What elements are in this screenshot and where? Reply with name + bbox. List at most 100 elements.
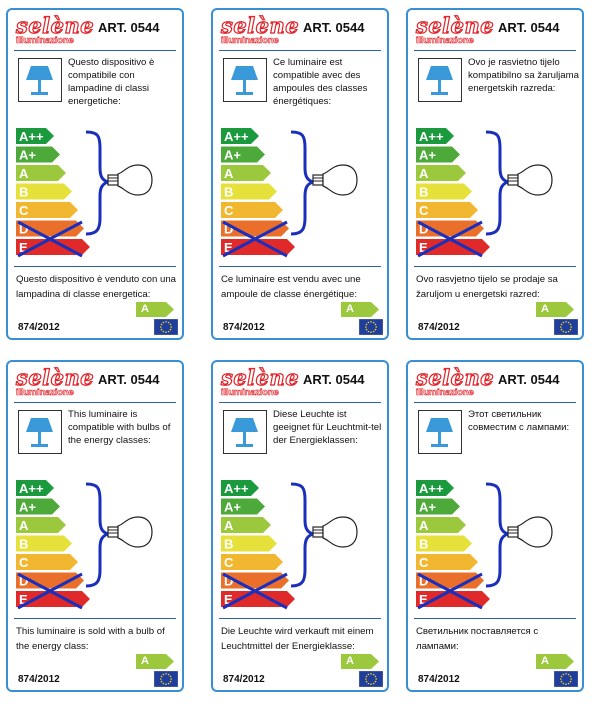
light-bulb-icon — [507, 516, 553, 548]
regulation-number: 874/2012 — [223, 322, 265, 333]
energy-class-arrow — [16, 572, 84, 589]
footer-divider — [219, 618, 381, 619]
article-number: ART. 0544 — [498, 20, 560, 35]
header-divider — [414, 50, 576, 51]
energy-class-label: E — [419, 592, 428, 607]
brand-name: selène — [220, 13, 300, 38]
sold-energy-class-badge: A — [341, 302, 381, 317]
brand-subtitle: illuminazione — [416, 387, 474, 398]
brand-logo: selène illuminazione — [415, 14, 494, 48]
sold-energy-class-label: A — [346, 303, 354, 315]
energy-class-label: E — [419, 240, 428, 255]
energy-class-label: A — [19, 166, 29, 181]
energy-class-arrow — [16, 480, 54, 496]
energy-class-arrow — [416, 498, 460, 515]
sold-energy-class-badge: A — [136, 302, 176, 317]
energy-label-card-ru: selène illuminazione ART. 0544 Этот свет… — [406, 360, 584, 692]
footer-divider — [14, 266, 176, 267]
sold-energy-class-badge: A — [341, 654, 381, 669]
cross-out-icon — [417, 572, 483, 610]
energy-class-label: D — [224, 222, 233, 237]
energy-class-label: A+ — [419, 500, 436, 515]
energy-class-label: B — [419, 537, 428, 552]
article-number: ART. 0544 — [98, 372, 160, 387]
sold-with-text: Questo dispositivo è venduto con una lam… — [16, 274, 177, 300]
energy-class-label: A++ — [419, 129, 444, 144]
energy-class-label: B — [224, 537, 233, 552]
table-lamp-icon — [223, 410, 267, 454]
energy-class-label: C — [419, 555, 429, 570]
energy-class-label: E — [224, 592, 233, 607]
energy-class-label: A — [419, 166, 429, 181]
brand-logo: selène illuminazione — [220, 14, 299, 48]
energy-class-arrow — [16, 202, 78, 218]
energy-class-arrow — [221, 146, 265, 163]
sold-energy-class-label: A — [541, 655, 549, 667]
sold-with-text: Die Leuchte wird verkauft mit einem Leuc… — [221, 626, 374, 652]
light-bulb-icon — [312, 516, 358, 548]
sold-energy-class-label: A — [141, 303, 149, 315]
brand-name: selène — [15, 365, 95, 390]
energy-class-label: E — [224, 240, 233, 255]
energy-class-label: A — [19, 518, 29, 533]
energy-class-label: C — [419, 203, 429, 218]
footer-divider — [414, 618, 576, 619]
brand-subtitle: illuminazione — [221, 35, 279, 46]
compatibility-text: Questo dispositivo è compatibile con lam… — [68, 57, 155, 107]
energy-class-label: D — [419, 574, 428, 589]
energy-class-arrow — [16, 183, 72, 200]
sold-energy-class-label: A — [141, 655, 149, 667]
table-lamp-icon — [18, 58, 62, 102]
energy-class-label: E — [19, 592, 28, 607]
table-lamp-icon — [223, 58, 267, 102]
energy-class-arrow — [416, 202, 478, 218]
compatibility-text: Ovo je rasvietno tijelo kompatibilno sa … — [468, 57, 579, 94]
energy-class-arrow — [416, 572, 484, 589]
brand-name: selène — [415, 13, 495, 38]
energy-class-arrow — [221, 572, 289, 589]
cross-out-icon — [417, 220, 483, 258]
regulation-number: 874/2012 — [18, 674, 60, 685]
cross-out-icon — [17, 220, 83, 258]
brand-logo: selène illuminazione — [415, 366, 494, 400]
energy-class-label: A+ — [224, 500, 241, 515]
eu-flag-icon — [359, 319, 383, 335]
energy-class-arrow — [221, 202, 283, 218]
header-divider — [14, 50, 176, 51]
energy-class-arrow — [221, 165, 271, 181]
brand-subtitle: illuminazione — [416, 35, 474, 46]
energy-class-label: B — [19, 537, 28, 552]
energy-class-arrow — [416, 480, 454, 496]
eu-flag-icon — [359, 671, 383, 687]
header-divider — [219, 402, 381, 403]
energy-class-label: E — [19, 240, 28, 255]
compatibility-text: Diese Leuchte ist geeignet für Leuchtmit… — [273, 409, 382, 446]
energy-class-label: C — [224, 555, 234, 570]
sold-with-text: Ce luminaire est vendu avec une ampoule … — [221, 274, 361, 300]
energy-class-arrow — [221, 128, 259, 144]
energy-class-arrow — [16, 146, 60, 163]
energy-class-label: B — [19, 185, 28, 200]
energy-class-label: A++ — [419, 481, 444, 496]
brand-logo: selène illuminazione — [15, 14, 94, 48]
energy-class-label: C — [19, 555, 29, 570]
energy-class-label: A+ — [19, 148, 36, 163]
cross-out-icon — [17, 572, 83, 610]
cross-out-icon — [222, 572, 288, 610]
energy-class-arrow — [416, 146, 460, 163]
energy-class-label: A++ — [224, 481, 249, 496]
header-divider — [414, 402, 576, 403]
energy-class-arrow — [416, 128, 454, 144]
energy-class-label: A — [419, 518, 429, 533]
footer-divider — [14, 618, 176, 619]
energy-class-arrow — [16, 128, 54, 144]
brand-logo: selène illuminazione — [15, 366, 94, 400]
energy-class-label: D — [19, 222, 28, 237]
energy-class-arrow — [416, 535, 472, 552]
energy-class-label: B — [224, 185, 233, 200]
energy-class-label: A++ — [19, 129, 44, 144]
brand-name: selène — [220, 365, 300, 390]
